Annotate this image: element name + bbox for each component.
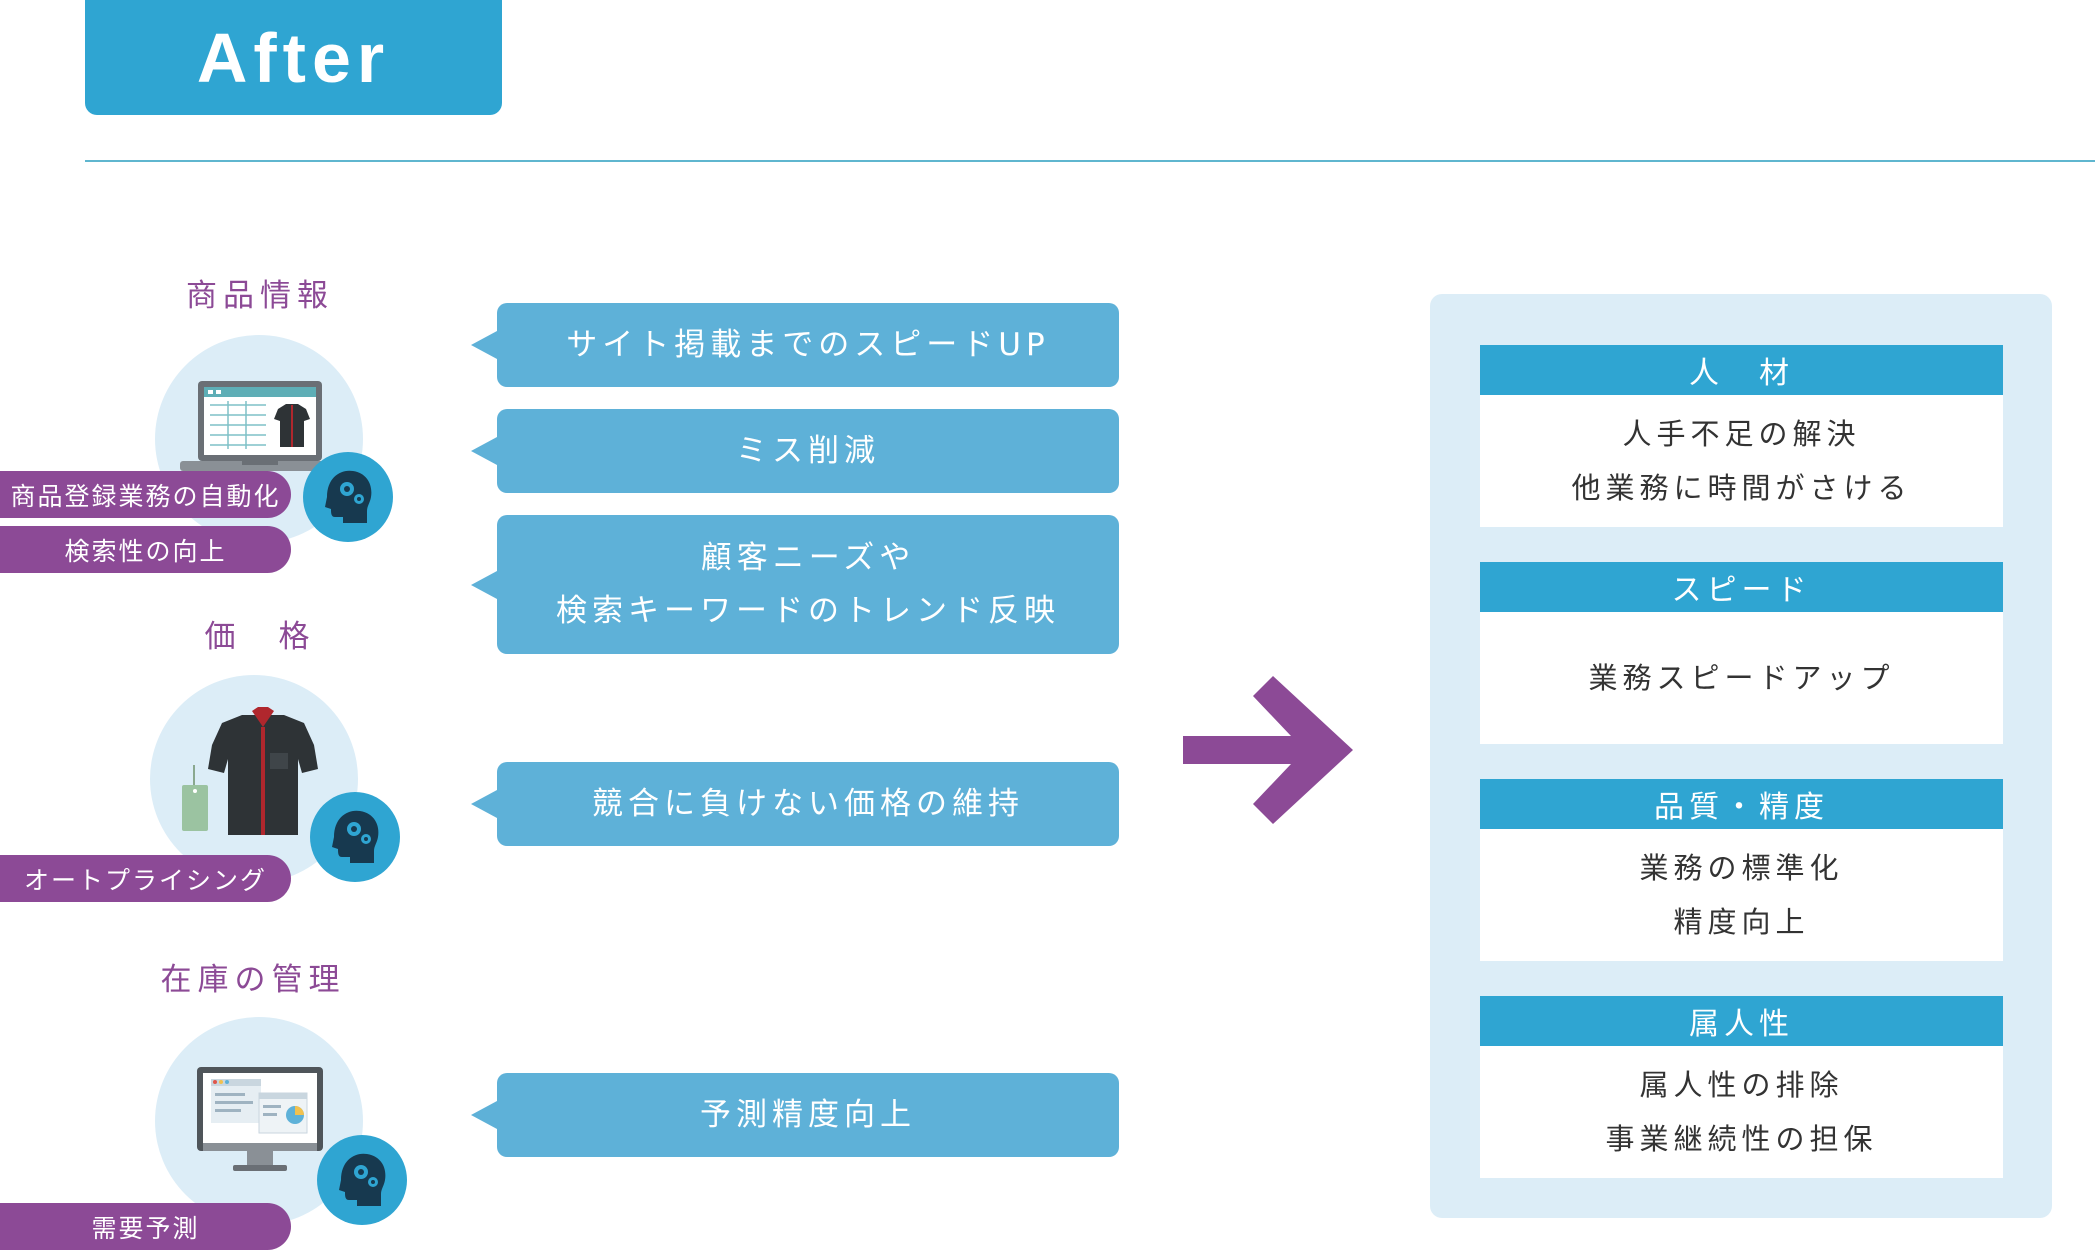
result-line: 他業務に時間がさける — [1571, 471, 1912, 505]
right-arrow-icon — [1183, 676, 1353, 824]
result-line: 属人性の排除 — [1639, 1068, 1844, 1102]
result-card-heading: 属人性 — [1480, 996, 2003, 1046]
result-line: 業務の標準化 — [1639, 851, 1844, 885]
result-card-human-resources: 人 材 人手不足の解決 他業務に時間がさける — [1480, 345, 2003, 527]
result-card-body: 業務の標準化 精度向上 — [1480, 829, 2003, 961]
bubble-trend-reflection: 顧客ニーズや 検索キーワードのトレンド反映 — [471, 515, 1119, 654]
header-title: After — [196, 18, 391, 97]
bubble-text: 検索キーワードのトレンド反映 — [556, 592, 1060, 629]
shirt-icon — [182, 707, 318, 835]
result-card-heading: スピード — [1480, 562, 2003, 612]
result-line: 業務スピードアップ — [1588, 661, 1895, 695]
monitor-icon — [197, 1067, 323, 1171]
ai-head-gear-icon — [310, 792, 400, 882]
result-card-heading: 人 材 — [1480, 345, 2003, 395]
bubble-forecast-accuracy: 予測精度向上 — [471, 1073, 1119, 1157]
pill-product-registration-automation: 商品登録業務の自動化 — [0, 471, 291, 518]
result-card-heading: 品質・精度 — [1480, 779, 2003, 829]
result-line: 精度向上 — [1673, 905, 1810, 939]
bubble-site-listing-speed: サイト掲載までのスピードUP — [471, 303, 1119, 387]
result-line: 人手不足の解決 — [1622, 417, 1861, 451]
laptop-icon — [180, 381, 340, 471]
bubble-text: 顧客ニーズや — [700, 539, 916, 576]
bubble-text: ミス削減 — [736, 432, 880, 469]
ai-head-gear-icon — [317, 1135, 407, 1225]
result-card-speed: スピード 業務スピードアップ — [1480, 562, 2003, 744]
section-title-price: 価 格 — [204, 619, 316, 655]
after-header-tab: After — [85, 0, 502, 115]
bubble-text: サイト掲載までのスピードUP — [566, 326, 1050, 363]
pill-searchability-improvement: 検索性の向上 — [0, 526, 291, 573]
bubble-text: 予測精度向上 — [700, 1096, 916, 1133]
section-title-products: 商品情報 — [186, 278, 334, 314]
result-card-dependency: 属人性 属人性の排除 事業継続性の担保 — [1480, 996, 2003, 1178]
result-card-body: 属人性の排除 事業継続性の担保 — [1480, 1046, 2003, 1178]
result-card-body: 業務スピードアップ — [1480, 612, 2003, 744]
pill-auto-pricing: オートプライシング — [0, 855, 291, 902]
section-title-inventory: 在庫の管理 — [160, 962, 346, 998]
ai-head-gear-icon — [303, 452, 393, 542]
result-card-body: 人手不足の解決 他業務に時間がさける — [1480, 395, 2003, 527]
result-card-quality: 品質・精度 業務の標準化 精度向上 — [1480, 779, 2003, 961]
bubble-competitive-pricing: 競合に負けない価格の維持 — [471, 762, 1119, 846]
result-line: 事業継続性の担保 — [1605, 1122, 1878, 1156]
header-divider — [85, 160, 2095, 162]
pill-demand-forecast: 需要予測 — [0, 1203, 291, 1250]
bubble-text: 競合に負けない価格の維持 — [592, 785, 1024, 822]
bubble-error-reduction: ミス削減 — [471, 409, 1119, 493]
